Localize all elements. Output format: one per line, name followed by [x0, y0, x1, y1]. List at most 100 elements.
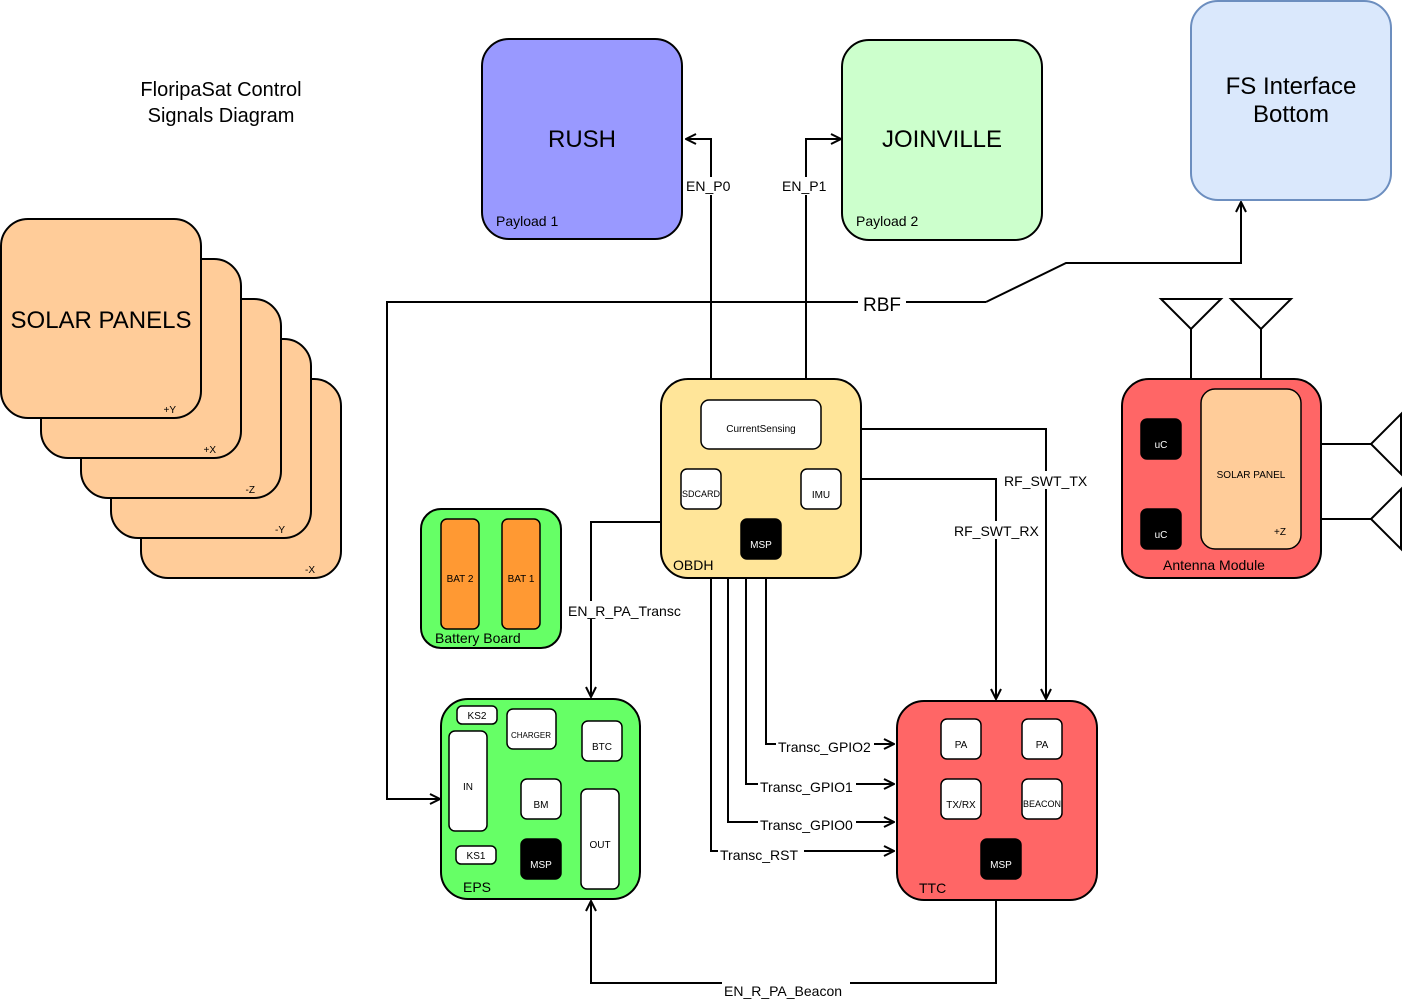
in-box: [448, 730, 488, 832]
solar-panel-plus-y: +Y SOLAR PANELS: [0, 218, 202, 419]
solar-panels-title: SOLAR PANELS: [11, 307, 192, 334]
ttc-msp-label: MSP: [990, 860, 1012, 871]
label-bg: [952, 521, 1042, 539]
rbf-label: RBF: [863, 295, 901, 316]
uc-bottom-box: [1140, 508, 1182, 550]
rf-swt-tx-label: RF_SWT_TX: [1004, 473, 1088, 489]
signal-labels: EN_P0 EN_P1 RBF RF_SWT_TX RF_SWT_RX EN_R…: [566, 177, 1090, 1000]
diagram-title: FloripaSat Control Signals Diagram: [140, 79, 301, 127]
solar-panel-plus-y-box: [0, 218, 202, 419]
rush-title: RUSH: [548, 126, 616, 153]
charger-box: [506, 708, 557, 750]
antenna-solar-face-label: +Z: [1274, 527, 1286, 538]
obdh-name: OBDH: [673, 557, 713, 573]
transc-gpio0-label: Transc_GPIO0: [760, 817, 853, 833]
bat1-label: BAT 1: [508, 574, 535, 585]
rbf-line-to-fs-interface: [985, 202, 1241, 303]
en-r-pa-transc-label: EN_R_PA_Transc: [568, 603, 681, 619]
in-label: IN: [463, 782, 473, 793]
antenna-top-left-icon: [1158, 298, 1224, 379]
pa-left-box: [940, 718, 982, 760]
imu-box: [800, 468, 842, 510]
fs-interface-bottom: FS Interface Bottom: [1190, 0, 1392, 201]
antenna-module: uC uC SOLAR PANEL +Z Antenna Module: [1121, 298, 1402, 579]
label-bg: [566, 601, 688, 619]
btc-box: [581, 720, 623, 762]
joinville-box: [841, 39, 1043, 241]
beacon-box: [1021, 778, 1063, 820]
txrx-label: TX/RX: [946, 800, 976, 811]
diagram-title-line-1: FloripaSat Control: [140, 79, 301, 101]
rf-swt-tx-line: [861, 428, 1046, 699]
en-p1-line: [805, 139, 841, 379]
label-bg: [718, 845, 804, 863]
ks2-label: KS2: [468, 711, 487, 722]
bat1-box: [501, 518, 541, 630]
en-r-pa-beacon-line: [591, 899, 997, 984]
uc-top-label: uC: [1155, 440, 1168, 451]
btc-label: BTC: [592, 742, 612, 753]
label-bg: [758, 777, 856, 795]
uc-bottom-label: uC: [1155, 530, 1168, 541]
bm-label: BM: [534, 800, 549, 811]
label-bg: [1002, 471, 1090, 489]
antenna-solar-panel-box: [1200, 388, 1302, 550]
antenna-top-right-icon: [1228, 298, 1294, 379]
pa-right-box: [1021, 718, 1063, 760]
ks2-box: [456, 705, 498, 725]
eps-msp-label: MSP: [530, 860, 552, 871]
solar-panel-face-label: +Y: [163, 405, 176, 416]
bat2-label: BAT 2: [447, 574, 474, 585]
battery-board-name: Battery Board: [435, 630, 521, 646]
solar-panel-face-label: -Y: [275, 525, 285, 536]
out-label: OUT: [589, 840, 610, 851]
antenna-elements: [1158, 298, 1402, 552]
obdh-module: CurrentSensing SDCARD IMU MSP OBDH: [660, 378, 862, 579]
en-p0-line: [686, 139, 712, 379]
current-sensing-box: [700, 399, 822, 450]
solar-panel-face-label: -Z: [246, 485, 255, 496]
rbf-line-to-eps: [386, 301, 986, 799]
label-bg: [685, 177, 737, 195]
antenna-side-lower-icon: [1321, 486, 1402, 552]
solar-panel-face-label: +X: [203, 445, 216, 456]
obdh-msp-label: MSP: [750, 540, 772, 551]
ks1-box: [455, 845, 497, 865]
solar-panel-face-label: -X: [305, 565, 315, 576]
rush-subtitle: Payload 1: [496, 213, 558, 229]
rf-swt-rx-label: RF_SWT_RX: [954, 523, 1039, 539]
transc-rst-label: Transc_RST: [720, 847, 799, 863]
ttc-name: TTC: [919, 880, 946, 896]
en-p1-label: EN_P1: [782, 178, 827, 194]
label-bg: [780, 177, 832, 195]
fs-interface-box: [1190, 0, 1392, 201]
ttc-module: PA PA TX/RX BEACON MSP TTC: [896, 700, 1098, 901]
transc-gpio2-label: Transc_GPIO2: [778, 739, 871, 755]
eps-module: KS2 CHARGER BTC IN BM OUT KS1 MSP EPS: [440, 698, 641, 900]
fs-interface-line-1: FS Interface: [1226, 73, 1357, 100]
pa-right-label: PA: [1036, 740, 1049, 751]
eps-msp-box: [520, 838, 562, 880]
antenna-module-name: Antenna Module: [1163, 557, 1265, 573]
label-bg: [722, 982, 850, 1000]
imu-label: IMU: [812, 490, 830, 501]
sdcard-box: [680, 468, 722, 510]
ks1-label: KS1: [467, 851, 486, 862]
sdcard-label: SDCARD: [682, 489, 721, 499]
antenna-solar-panel-label: SOLAR PANEL: [1217, 470, 1286, 481]
transc-gpio2-line: [765, 578, 894, 744]
bat2-box: [440, 518, 480, 630]
ttc-msp-box: [980, 838, 1022, 880]
pa-left-label: PA: [955, 740, 968, 751]
transc-rst-line: [710, 578, 894, 851]
rf-swt-rx-line: [861, 478, 996, 699]
rush-payload: RUSH Payload 1: [481, 38, 683, 240]
eps-name: EPS: [463, 879, 491, 895]
charger-label: CHARGER: [511, 731, 551, 740]
antenna-side-upper-icon: [1321, 411, 1402, 477]
obdh-msp-box: [740, 518, 782, 560]
diagram-title-line-2: Signals Diagram: [148, 105, 295, 127]
rush-box: [481, 38, 683, 240]
en-r-pa-beacon-label: EN_R_PA_Beacon: [724, 983, 842, 999]
